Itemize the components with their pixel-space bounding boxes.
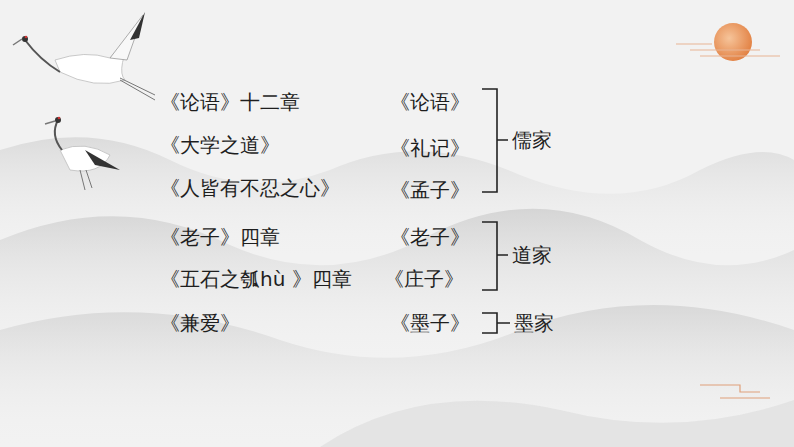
text-label: 《兼爱》 [160, 311, 240, 335]
text-label: 《庄子》 [384, 267, 464, 291]
brace [482, 89, 510, 333]
text-label: 《老子》四章 [160, 225, 280, 249]
text-label: 《墨子》 [390, 311, 470, 335]
text-label: 《礼记》 [390, 136, 470, 160]
text-label: 《论语》 [390, 90, 470, 114]
text-label: 《大学之道》 [160, 133, 280, 157]
school-label: 道家 [512, 243, 552, 267]
text-label: 《论语》十二章 [160, 90, 300, 114]
school-label: 儒家 [512, 128, 552, 152]
text-label: 《老子》 [390, 225, 470, 249]
text-label: 《孟子》 [390, 178, 470, 202]
school-label: 墨家 [514, 311, 554, 335]
text-label: 《五石之瓠hù 》四章 [160, 267, 352, 291]
text-label: 《人皆有不忍之心》 [160, 176, 340, 200]
